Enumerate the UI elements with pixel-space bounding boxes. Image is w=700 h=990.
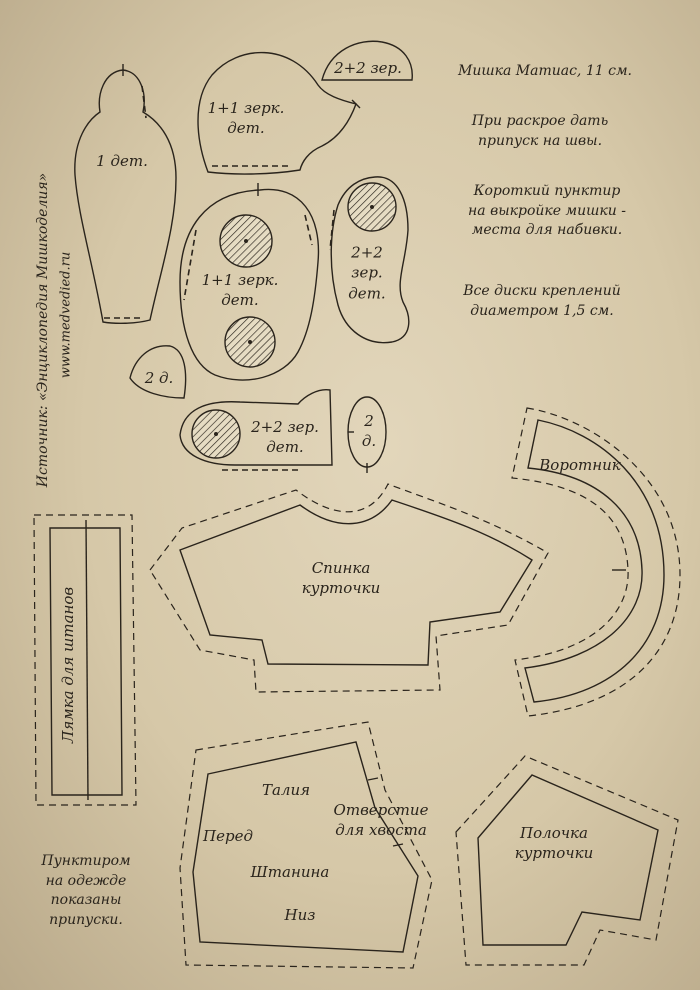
- arm-label: 2+2 зер. дет.: [348, 243, 386, 303]
- pattern-title: Мишка Матиас, 11 см.: [458, 63, 632, 79]
- pants-piece: [179, 721, 433, 969]
- oval-sole-piece: [347, 396, 387, 473]
- arm-piece: [329, 176, 410, 344]
- stuffing-note: Короткий пунктир на выкройке мишки - мес…: [468, 183, 626, 239]
- source-website[interactable]: www.medvedied.ru: [58, 251, 74, 379]
- source-credit: Источник: «Энциклопедия Мишкоделия»: [35, 172, 51, 488]
- torso-label: 1+1 зерк. дет.: [201, 270, 279, 309]
- pants-leg-label: Штанина: [250, 862, 330, 881]
- tail-opening-label: Отверстие для хвоста: [333, 800, 429, 839]
- disk-note: Все диски креплений диаметром 1,5 см.: [463, 283, 621, 319]
- torso-piece: [179, 183, 320, 381]
- leg-label: 2+2 зер. дет.: [251, 417, 319, 456]
- collar-piece: [511, 407, 681, 717]
- jacket-back-label: Спинка курточки: [301, 558, 381, 597]
- clothing-allowance-note: Пунктиром на одежде показаны припуски.: [41, 853, 131, 928]
- small-sole-piece: [129, 345, 187, 399]
- pants-front-label: Перед: [203, 826, 253, 845]
- pants-strap-label: Лямка для штанов: [59, 586, 77, 744]
- pants-hem-label: Низ: [284, 905, 316, 924]
- body-piece: [74, 64, 177, 325]
- leg-piece: [179, 389, 333, 471]
- jacket-front-piece: [455, 755, 679, 966]
- oval-sole-label: 2 д.: [361, 411, 377, 450]
- small-sole-label: 2 д.: [144, 368, 174, 387]
- collar-label: Воротник: [539, 455, 621, 474]
- jacket-back-piece: [149, 483, 549, 693]
- jacket-front-label: Полочка курточки: [514, 823, 594, 862]
- ear-piece: [321, 40, 413, 81]
- head-side-label: 1+1 зерк. дет.: [207, 98, 285, 137]
- seam-allowance-note: При раскрое дать припуск на швы.: [471, 113, 609, 149]
- pants-waist-label: Талия: [261, 780, 311, 799]
- ear-label: 2+2 зер.: [334, 58, 402, 77]
- head-side-piece: [197, 51, 361, 175]
- pants-strap-piece: [33, 514, 137, 806]
- body-label: 1 дет.: [96, 151, 148, 170]
